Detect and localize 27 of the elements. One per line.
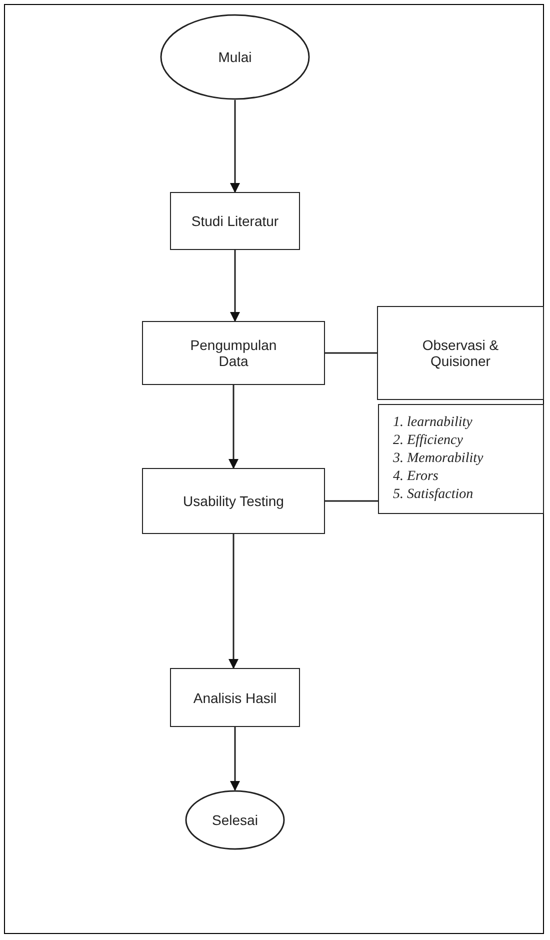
node-label: Pengumpulan Data <box>189 337 278 369</box>
arrow <box>228 534 238 669</box>
node-label: Mulai <box>218 49 252 65</box>
connector-line <box>325 352 377 354</box>
criteria-list-box <box>378 404 544 514</box>
arrow <box>230 250 240 322</box>
arrow <box>228 385 238 469</box>
terminal-ellipse <box>185 790 285 850</box>
node-label: Selesai <box>212 812 258 828</box>
arrow <box>230 100 240 193</box>
connector-line <box>325 500 378 502</box>
arrow <box>230 727 240 791</box>
node-label: Usability Testing <box>183 493 284 509</box>
process-box <box>377 306 544 400</box>
process-box <box>142 468 325 534</box>
criteria-item: 3. Memorability <box>393 450 484 468</box>
criteria-item: 5. Satisfaction <box>393 486 474 504</box>
criteria-item: 4. Erors <box>393 468 438 486</box>
node-label: Studi Literatur <box>191 213 279 229</box>
terminal-ellipse <box>160 14 310 100</box>
process-box <box>170 192 300 250</box>
process-box <box>170 668 300 727</box>
criteria-item: 2. Efficiency <box>393 432 463 450</box>
node-label: Observasi & Quisioner <box>421 337 500 369</box>
process-box <box>142 321 325 385</box>
criteria-item: 1. learnability <box>393 414 472 432</box>
node-label: Analisis Hasil <box>193 690 277 706</box>
